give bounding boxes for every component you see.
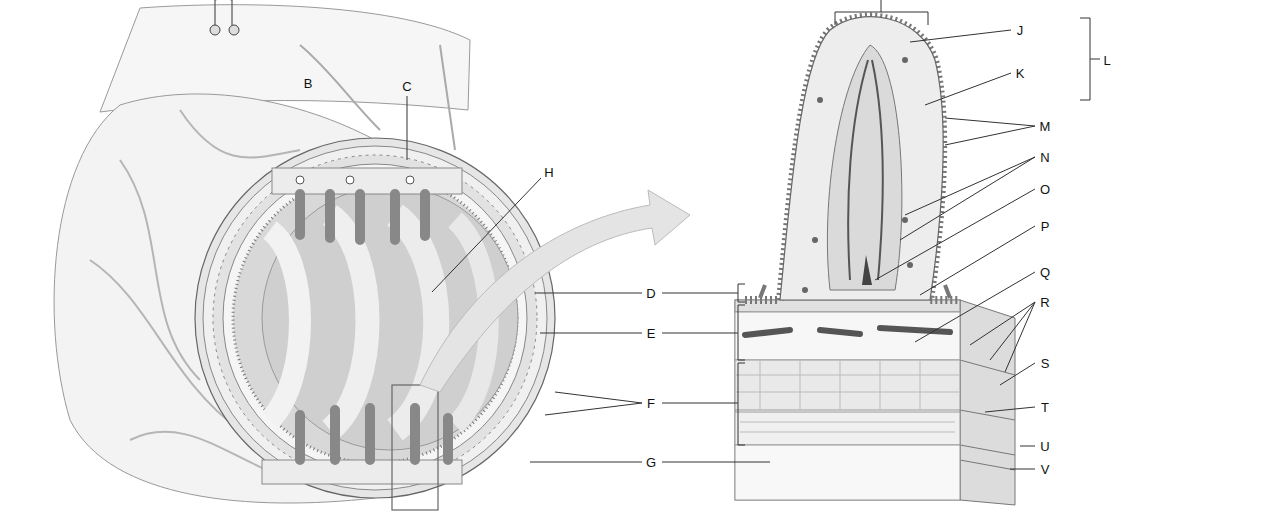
callout-letter: K	[1016, 67, 1025, 80]
callout-letter: N	[1040, 151, 1049, 164]
callout-letter: M	[1040, 120, 1051, 133]
callout-letter: J	[1017, 24, 1024, 37]
callout-letter: D	[646, 287, 655, 300]
callout-letter: Q	[1040, 266, 1050, 279]
callout-letter: U	[1040, 440, 1049, 453]
callout-letter: B	[304, 77, 313, 90]
callout-letter: G	[646, 456, 656, 469]
callout-letter: H	[544, 166, 553, 179]
callout-letter: L	[1103, 54, 1110, 67]
callout-letter: P	[1041, 220, 1050, 233]
callout-letter: T	[1041, 401, 1049, 414]
callout-letter: S	[1041, 357, 1050, 370]
callout-letter: E	[647, 327, 656, 340]
callout-letter: F	[647, 397, 655, 410]
callout-letter: R	[1040, 296, 1049, 309]
callout-letter: C	[402, 80, 411, 93]
callout-letter: O	[1040, 183, 1050, 196]
callout-letter: V	[1041, 463, 1050, 476]
